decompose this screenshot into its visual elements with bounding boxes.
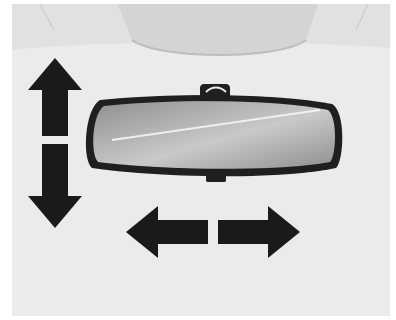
mirror-glass xyxy=(93,101,335,169)
